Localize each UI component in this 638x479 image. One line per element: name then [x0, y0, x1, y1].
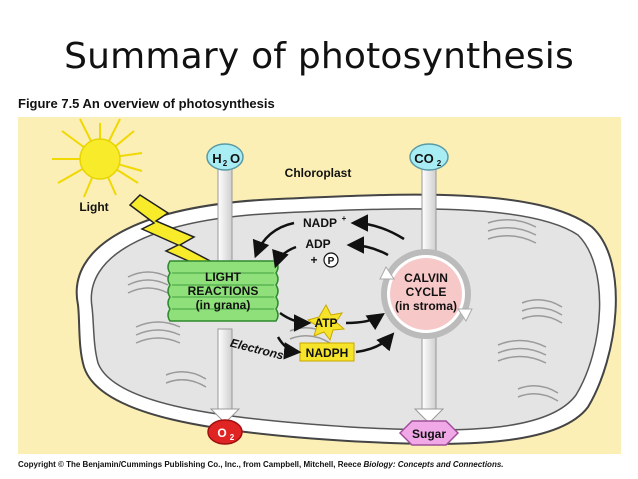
chloroplast-inner-membrane	[90, 208, 601, 431]
adp-arrow-left	[272, 245, 297, 269]
light-reactions-label-1: LIGHT	[205, 270, 242, 284]
water-inflow-shaft	[217, 162, 233, 268]
phosphate-label: P	[328, 256, 335, 267]
light-reactions-grana	[167, 260, 279, 322]
oxygen-bubble	[207, 419, 243, 445]
light-reactions-label-2: REACTIONS	[188, 284, 259, 298]
light-label: Light	[79, 200, 108, 214]
water-label-o: O	[230, 151, 240, 166]
nadp-superscript: +	[342, 214, 347, 223]
copyright-line: Copyright © The Benjamin/Cummings Publis…	[18, 460, 504, 469]
sugar-label: Sugar	[412, 427, 446, 441]
water-label: H	[212, 151, 221, 166]
chloroplast-label: Chloroplast	[285, 166, 352, 180]
sugar-outflow-shaft	[421, 332, 437, 414]
thylakoid-stacks	[127, 219, 563, 402]
photosynthesis-diagram: H 2 O CO 2 O 2 Sugar LIGHT REACTIONS (in…	[52, 118, 617, 446]
atp-arrow-in	[279, 311, 312, 332]
calvin-cycle-arrow-1	[379, 266, 395, 280]
atp-label: ATP	[314, 316, 337, 330]
adp-label: ADP	[305, 237, 330, 251]
nadph-arrow-out	[355, 332, 395, 354]
water-subscript: 2	[223, 159, 228, 168]
calvin-label-1: CALVIN	[404, 271, 448, 285]
atp-arrow-out	[345, 313, 385, 331]
co2-label: CO	[414, 151, 434, 166]
plus-label: +	[310, 253, 317, 267]
sugar-outflow-arrowhead	[413, 408, 445, 424]
sun-icon	[52, 118, 143, 198]
calvin-cycle	[390, 258, 462, 330]
adp-arrow-right	[346, 236, 389, 257]
copyright-book-title: Biology: Concepts and Connections.	[363, 460, 504, 469]
slide-title: Summary of photosynthesis	[64, 36, 574, 77]
figure-caption: Figure 7.5 An overview of photosynthesis	[18, 96, 275, 111]
nadph-label: NADPH	[306, 346, 349, 360]
light-reactions-label-3: (in grana)	[196, 298, 251, 312]
oxygen-outflow-arrowhead	[209, 408, 241, 424]
oxygen-subscript: 2	[230, 433, 235, 442]
figure-panel: H 2 O CO 2 O 2 Sugar LIGHT REACTIONS (in…	[18, 117, 621, 454]
nadp-arrow-left	[252, 221, 295, 259]
water-bubble	[206, 143, 244, 171]
nadp-label: NADP	[303, 216, 337, 230]
oxygen-label: O	[217, 426, 226, 440]
nadp-arrow-right	[350, 214, 405, 241]
co2-subscript: 2	[437, 159, 442, 168]
copyright-text: Copyright © The Benjamin/Cummings Publis…	[18, 460, 364, 469]
calvin-label-2: CYCLE	[406, 285, 447, 299]
co2-bubble	[409, 143, 449, 171]
sugar-shape	[398, 420, 460, 446]
calvin-cycle-arrow-2	[457, 308, 473, 322]
phosphate-circle	[323, 252, 339, 268]
calvin-label-3: (in stroma)	[395, 299, 457, 313]
nadph-arrow-in	[276, 336, 302, 360]
